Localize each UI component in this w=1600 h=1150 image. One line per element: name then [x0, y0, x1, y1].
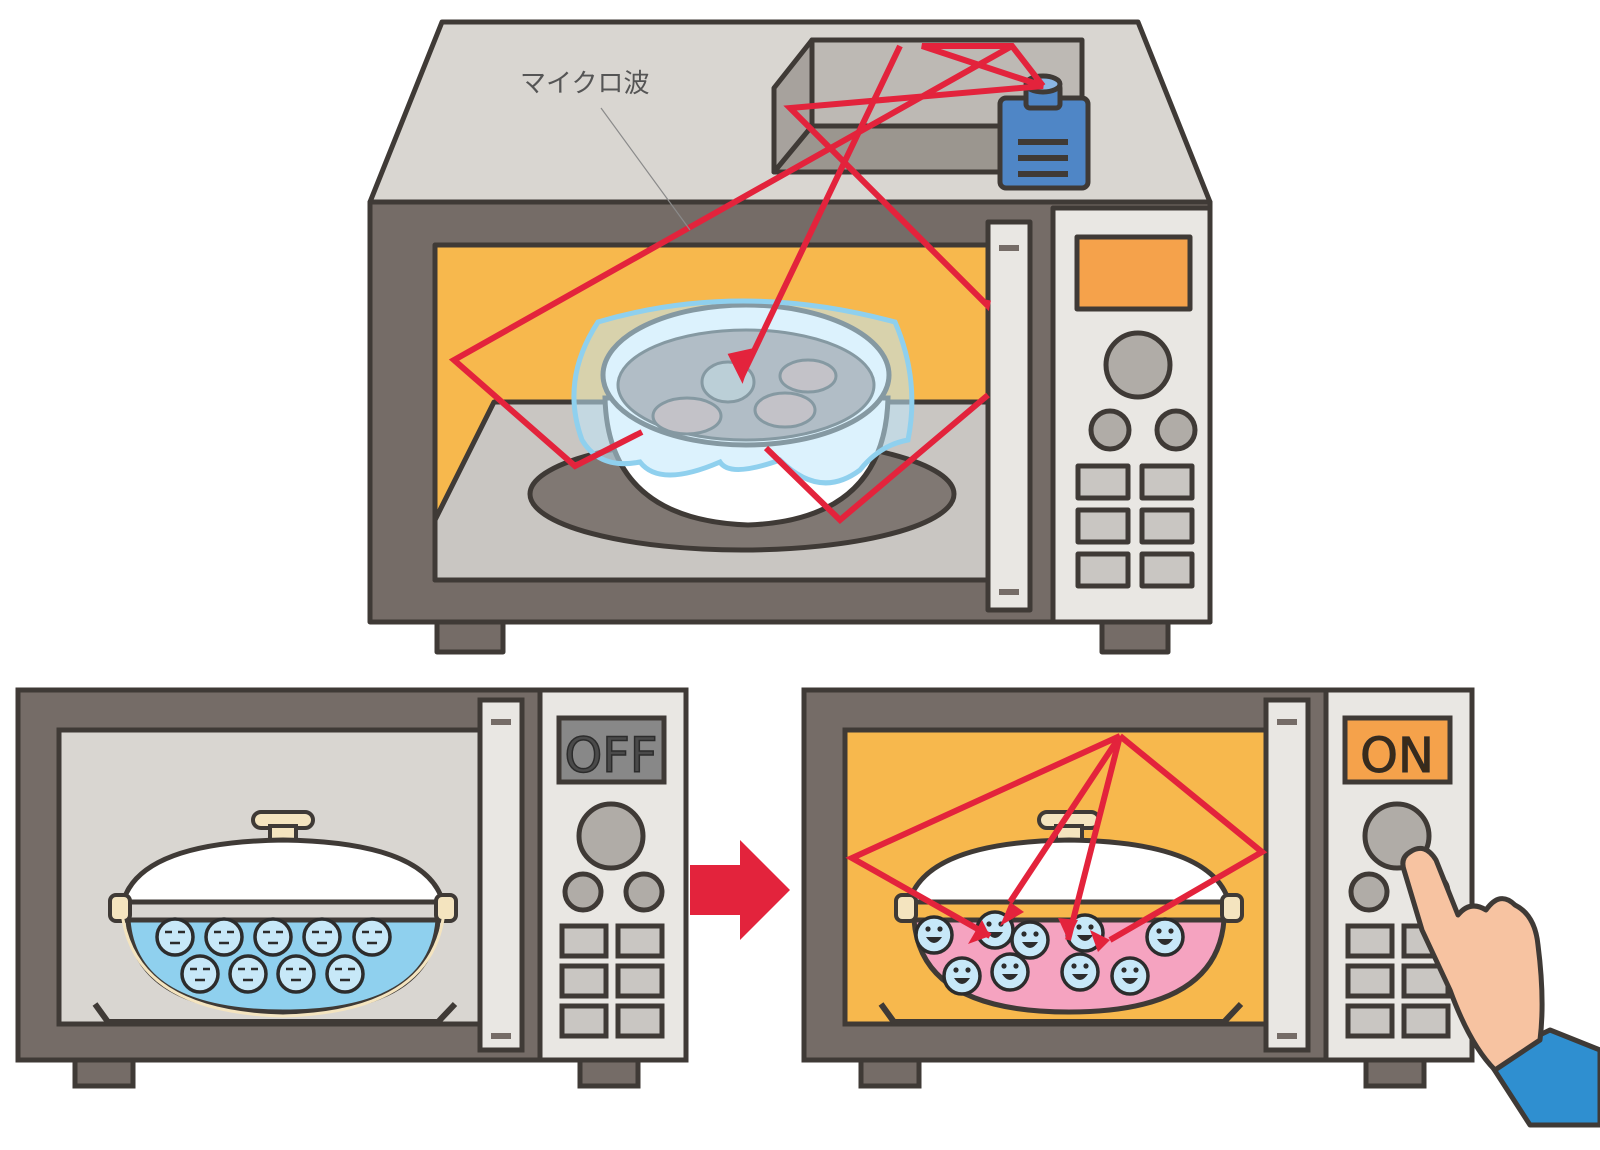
water-molecule-happy-icon	[1145, 917, 1185, 957]
water-molecule-sleepy-icon	[325, 954, 365, 994]
water-molecule-sleepy-icon	[204, 917, 244, 957]
water-molecule-happy-icon	[942, 956, 982, 996]
water-molecule-happy-icon	[990, 952, 1030, 992]
ray-arrowheads	[968, 902, 1110, 952]
microwave-off	[15, 687, 689, 1089]
water-molecule-sleepy-icon	[276, 954, 316, 994]
water-molecule-sleepy-icon	[155, 917, 195, 957]
water-molecule-happy-icon	[1010, 920, 1050, 960]
water-molecule-sleepy-icon	[302, 917, 342, 957]
door-handle	[985, 219, 1033, 613]
display-screen	[1074, 234, 1193, 312]
display-off-text: OFF	[565, 728, 658, 784]
water-molecule-sleepy-icon	[228, 954, 268, 994]
pointing-hand-icon	[1400, 845, 1600, 1128]
display-on-text: ON	[1360, 728, 1434, 784]
microwave-label: マイクロ波	[520, 69, 649, 99]
happy-molecules	[914, 910, 1185, 996]
water-molecule-happy-icon	[1110, 956, 1150, 996]
label-leader-line	[600, 107, 691, 231]
display-on	[1342, 715, 1453, 785]
water-molecule-sleepy-icon	[180, 954, 220, 994]
dial-knob	[1103, 330, 1173, 400]
sleepy-molecules	[155, 917, 392, 994]
foot-right	[1099, 619, 1171, 655]
bowl-with-wrap-icon	[571, 298, 915, 528]
foot-left	[434, 619, 506, 655]
microwave-rays-on	[845, 733, 1268, 943]
display-off	[556, 715, 667, 785]
water-molecule-happy-icon	[1060, 952, 1100, 992]
microwave-rays	[448, 43, 1046, 525]
water-molecule-sleepy-icon	[253, 917, 293, 957]
water-molecule-sleepy-icon	[352, 917, 392, 957]
water-molecule-happy-icon	[914, 915, 954, 955]
arrow-right-icon	[690, 840, 790, 940]
